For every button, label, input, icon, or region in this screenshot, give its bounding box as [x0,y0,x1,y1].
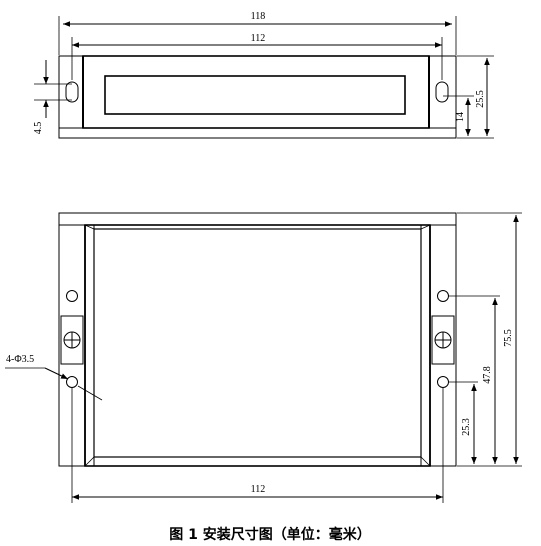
top-view-display-window [104,75,406,115]
front-hole-top-right [437,290,449,302]
top-view-outer-body [58,55,457,139]
front-lower-hole-label: 25.3 [461,418,472,436]
front-upper-hole-label: 47.8 [482,366,493,384]
front-hole-top-left [66,290,78,302]
front-view-panel-inner [93,228,422,458]
hole-callout-leader [44,367,69,380]
front-view [5,212,522,503]
front-view-top-bar [58,212,457,226]
top-view-housing [82,55,430,129]
top-base-height-label: 14 [455,112,466,122]
front-overall-height-label: 75.5 [503,329,514,347]
front-hole-bottom-right [437,376,449,388]
front-hole-spacing-label: 112 [251,484,266,495]
left-ground-screw-frame [60,315,84,365]
hole-callout-label: 4-Φ3.5 [6,354,34,365]
front-view-panel-outer [84,224,431,467]
top-view-left-slot [65,81,79,103]
top-slot-width-label: 4.5 [33,122,44,135]
top-view [34,16,494,139]
top-hole-spacing-label: 112 [251,33,266,44]
right-ground-screw-frame [431,315,455,365]
top-view-right-slot [435,81,449,103]
front-hole-bottom-left [66,376,78,388]
top-height-label: 25.5 [475,90,486,108]
top-overall-width-label: 118 [251,11,266,22]
front-view-flange [58,224,457,467]
figure-caption: 图 1 安装尺寸图（单位：毫米） [169,526,371,543]
